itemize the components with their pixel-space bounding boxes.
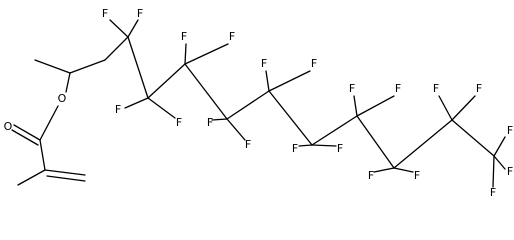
backbone-bond (356, 115, 395, 169)
fluorine-atom: F (476, 82, 482, 95)
fluorine-atom: F (181, 30, 187, 43)
c-f-bond (493, 136, 506, 157)
backbone-bond (268, 90, 313, 146)
c-f-bond (147, 97, 176, 119)
c-o-ester-bond (65, 72, 71, 93)
fluorine-atom: F (245, 138, 251, 151)
oxygen-atom-carbonyl: O (4, 120, 13, 133)
bond-layer (11, 19, 506, 188)
c-f-bond (265, 70, 270, 92)
backbone-bond (184, 63, 228, 120)
fluorine-atom: F (368, 169, 374, 182)
c-f-bond (298, 144, 313, 147)
c-f-bond (353, 95, 358, 117)
backbone-bond (34, 59, 71, 74)
c-f-bond (211, 118, 228, 121)
c-f-bond (393, 167, 414, 173)
backbone-bond (393, 119, 453, 169)
fluorine-atom: F (349, 82, 355, 95)
c-f-bond (268, 70, 311, 92)
c-f-bond (492, 155, 495, 188)
c-f-bond (451, 95, 476, 121)
backbone-bond (104, 36, 129, 61)
c-o-carbonyl-double-bond (11, 129, 39, 146)
fluorine-atom: F (229, 30, 235, 43)
fluorine-atom: F (311, 57, 317, 70)
c-o-carbonyl-bond (13, 124, 41, 141)
fluorine-atom: F (395, 82, 401, 95)
c-f-bond (124, 97, 149, 109)
fluorine-atom: F (433, 82, 439, 95)
c-f-bond (184, 43, 187, 65)
fluorine-atom: F (261, 57, 267, 70)
fluorine-atom: F (490, 186, 496, 199)
atom-label-layer: O O F F F F F F F F F F F F F F F F F F … (4, 7, 514, 199)
c-f-bond (493, 155, 506, 170)
c-f-bond (109, 19, 129, 38)
vinyl-double-bond (46, 175, 86, 182)
o-c-ester-bond (39, 105, 59, 141)
c-f-bond (127, 19, 139, 38)
fluorine-atom: F (507, 124, 513, 137)
fluorine-atom: F (292, 142, 298, 155)
backbone-bond (127, 36, 149, 99)
vinyl-bond (44, 169, 86, 176)
molecule-structure: O O F F F F F F F F F F F F F F F F F F … (4, 7, 514, 199)
c-f-bond (226, 118, 246, 141)
fluorine-atom: F (337, 142, 343, 155)
backbone-bond (311, 115, 358, 146)
fluorine-atom: F (414, 169, 420, 182)
backbone-bond (69, 59, 106, 74)
backbone-bond (147, 63, 186, 99)
fluorine-atom: F (507, 165, 513, 178)
fluorine-atom: F (137, 7, 143, 20)
c-f-bond (438, 95, 453, 121)
fluorine-atom: F (176, 116, 182, 129)
backbone-bond (226, 90, 270, 120)
c-f-bond (356, 95, 395, 117)
backbone-bond (451, 119, 495, 157)
c-f-bond (184, 43, 229, 65)
methyl-bond (17, 169, 46, 186)
fluorine-atom: F (102, 7, 108, 20)
oxygen-atom-ester: O (58, 92, 67, 105)
fluorine-atom: F (207, 116, 213, 129)
fluorine-atom: F (115, 103, 121, 116)
c-f-bond (373, 167, 395, 173)
alpha-carbon-bond (39, 139, 46, 171)
c-f-bond (311, 144, 337, 147)
